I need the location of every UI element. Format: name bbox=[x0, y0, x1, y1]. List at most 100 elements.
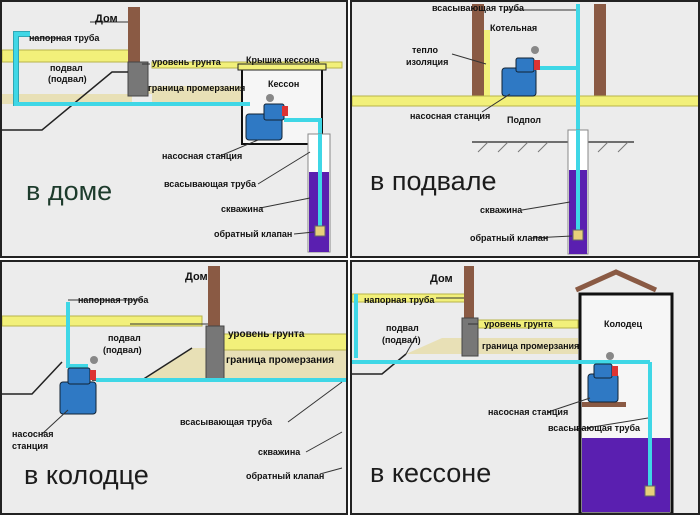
leader bbox=[259, 197, 311, 209]
pressure-gauge bbox=[90, 356, 98, 364]
pressure-pipe bbox=[66, 302, 88, 368]
pump-station-label: насосная станция bbox=[162, 151, 243, 161]
ground-level-label: уровень грунта bbox=[152, 57, 221, 67]
basement-line bbox=[2, 361, 63, 395]
basement-label: подвал bbox=[386, 323, 419, 333]
pressure-switch bbox=[282, 106, 288, 116]
well-shaft-label: Колодец bbox=[604, 319, 642, 329]
basement-paren-label: (подвал) bbox=[103, 345, 142, 355]
ground-hatch bbox=[477, 141, 629, 153]
pump-shelf bbox=[582, 402, 626, 407]
house-label: Дом bbox=[430, 273, 453, 285]
well-roof bbox=[574, 269, 658, 293]
caption-in-caisson: в кессоне bbox=[370, 458, 492, 488]
check-valve-label: обратный клапан bbox=[470, 233, 549, 243]
pump-motor bbox=[67, 367, 91, 385]
wall-right bbox=[594, 4, 606, 98]
pump-motor bbox=[515, 57, 535, 73]
panel-1-drawing bbox=[2, 7, 343, 253]
ground-level-label: уровень грунта bbox=[228, 329, 305, 340]
thermal-label: тепло bbox=[412, 45, 438, 55]
floor-slab bbox=[352, 95, 698, 107]
panel-3-drawing bbox=[2, 266, 346, 475]
frost-zone bbox=[2, 86, 247, 104]
caption-in-basement: в подвале bbox=[370, 166, 497, 196]
pressure-gauge bbox=[606, 352, 614, 360]
house-wall bbox=[128, 7, 140, 64]
suction-pipe-label: всасывающая труба bbox=[180, 417, 273, 427]
house-label: Дом bbox=[185, 271, 208, 283]
station-label: станция bbox=[12, 441, 49, 451]
pressure-switch bbox=[612, 366, 618, 376]
leader bbox=[531, 235, 573, 239]
frost-line-label: граница промерзания bbox=[482, 341, 580, 351]
leader bbox=[293, 231, 315, 235]
check-valve bbox=[644, 485, 656, 497]
leader bbox=[305, 431, 343, 453]
panel-4-drawing bbox=[352, 266, 674, 513]
foundation bbox=[205, 325, 225, 381]
panel-in-basement: всасывающая труба Котельная тепло изоляц… bbox=[350, 0, 700, 258]
frost-zone bbox=[406, 338, 578, 354]
house-label: Дом bbox=[95, 13, 118, 25]
panel-in-caisson: Дом напорная труба подвал (подвал) урове… bbox=[350, 260, 700, 515]
leader bbox=[451, 53, 487, 65]
basement-label: подвал bbox=[108, 333, 141, 343]
pump-motor bbox=[593, 363, 613, 379]
suction-pipe-label: всасывающая труба bbox=[548, 423, 641, 433]
caisson-lid bbox=[237, 63, 327, 71]
pressure-pipe-label: напорная труба bbox=[364, 295, 435, 305]
basement-label: подвал bbox=[50, 63, 83, 73]
frost-zone bbox=[142, 348, 346, 380]
pump-tank bbox=[59, 381, 97, 415]
basement-paren-label: (подвал) bbox=[382, 335, 421, 345]
panel-2-drawing bbox=[352, 4, 698, 255]
wall-left bbox=[472, 4, 484, 98]
house-wall bbox=[464, 266, 474, 322]
check-valve-label: обратный клапан bbox=[214, 229, 293, 239]
house-wall bbox=[208, 266, 220, 328]
caisson-label: Кессон bbox=[268, 79, 300, 89]
well-label: скважина bbox=[258, 447, 301, 457]
ground-level-label: уровень грунта bbox=[484, 319, 553, 329]
leader bbox=[41, 409, 69, 435]
ground-layer bbox=[2, 49, 133, 63]
panel-in-well: Дом напорная труба подвал (подвал) урове… bbox=[0, 260, 348, 515]
well-water bbox=[582, 438, 670, 512]
pressure-pipe bbox=[14, 32, 30, 106]
leader bbox=[219, 139, 259, 157]
check-valve bbox=[314, 225, 326, 237]
frost-line-label: граница промерзания bbox=[226, 355, 335, 366]
pressure-gauge bbox=[266, 94, 274, 102]
leader bbox=[287, 381, 343, 423]
leader bbox=[481, 93, 511, 113]
boiler-room-label: Котельная bbox=[490, 23, 538, 33]
pressure-switch bbox=[90, 370, 96, 380]
foundation bbox=[461, 317, 479, 357]
subfloor-label: Подпол bbox=[507, 115, 541, 125]
caisson-lid-label: Крышка кессона bbox=[246, 55, 320, 65]
suction-pipe-label: всасывающая труба bbox=[164, 179, 257, 189]
check-valve-label: обратный клапан bbox=[246, 471, 325, 481]
pump-motor bbox=[263, 103, 285, 121]
caption-in-house: в доме bbox=[26, 176, 113, 206]
basement-paren-label: (подвал) bbox=[48, 74, 87, 84]
basement-line bbox=[2, 71, 128, 131]
leader bbox=[319, 467, 343, 475]
leader bbox=[521, 201, 571, 211]
pressure-switch bbox=[534, 60, 540, 70]
insulation-label: изоляция bbox=[406, 57, 449, 67]
pump-station-label: насосная станция bbox=[410, 111, 491, 121]
well-label: скважина bbox=[480, 205, 523, 215]
thermal-insulation bbox=[484, 30, 490, 98]
pump-station-label: насосная станция bbox=[488, 407, 569, 417]
leader bbox=[405, 335, 417, 355]
frost-line-label: граница промерзания bbox=[148, 83, 246, 93]
suction-pipe-top-label: всасывающая труба bbox=[432, 3, 525, 13]
caption-in-well: в колодце bbox=[24, 460, 149, 490]
pressure-pipe-label: напорная труба bbox=[29, 33, 100, 43]
leader bbox=[547, 397, 591, 413]
pressure-gauge bbox=[531, 46, 539, 54]
pump-label: насосная bbox=[12, 429, 54, 439]
